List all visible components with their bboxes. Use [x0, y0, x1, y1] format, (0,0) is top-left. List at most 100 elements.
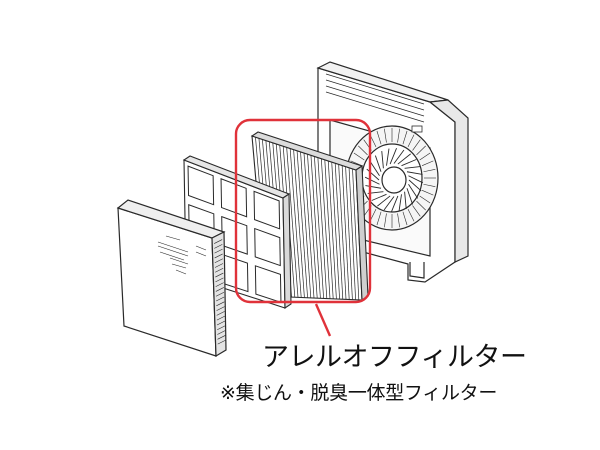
pleat-line: [289, 148, 302, 298]
vent-slot: [214, 263, 224, 268]
pleat-line: [317, 157, 328, 299]
front-panel-side-edge: [211, 231, 227, 358]
pleat-line: [303, 152, 315, 299]
fan-ring-tick: [353, 152, 365, 161]
vent-slot: [215, 272, 224, 278]
vent-slot: [216, 296, 225, 302]
pleat-line: [352, 168, 360, 300]
fan-ring-tick: [423, 183, 436, 187]
fan-blades: [348, 128, 436, 228]
pleat-line: [331, 162, 340, 300]
filter-name-label: アレルオフフィルター: [262, 342, 527, 373]
grid-cell: [254, 227, 281, 267]
front-panel-side-vents: [214, 239, 226, 345]
fan-blade: [389, 148, 397, 165]
fan-blade: [406, 188, 414, 205]
pre-filter-side-edge: [282, 192, 292, 310]
fan-blade: [365, 185, 382, 189]
fan-blade: [408, 175, 424, 184]
pleat-line: [327, 160, 337, 299]
pleat-line: [341, 165, 350, 300]
grid-cell: [187, 165, 215, 206]
main-unit-foot-right: [409, 262, 425, 279]
fan-ring-tick: [407, 209, 415, 222]
fan-ring-tick: [384, 213, 387, 228]
fan-blade: [386, 148, 390, 166]
fan-ring-tick: [384, 128, 387, 143]
fan-blade: [397, 153, 411, 165]
grid-cell: [220, 178, 248, 218]
fan-blade: [404, 166, 421, 169]
highlight-box: [234, 118, 372, 304]
vent-slot: [217, 330, 226, 335]
fan-blade: [374, 155, 382, 172]
grid-cell: [253, 190, 281, 230]
fan-blade: [381, 151, 384, 169]
fan-ring-tick: [402, 211, 408, 226]
pleat-line: [300, 151, 312, 298]
pleat-line: [345, 166, 353, 300]
top-ridges: [325, 73, 425, 123]
fan-blade: [408, 184, 419, 199]
fan-ring-tick: [421, 160, 434, 166]
fan-ring-tick: [397, 213, 400, 228]
fan-ring-tick: [421, 190, 434, 196]
vent-slot: [216, 311, 225, 316]
fan-blade: [371, 193, 387, 201]
fan-blade: [364, 176, 380, 185]
fan-blade: [377, 195, 391, 207]
vent-slot: [217, 325, 226, 331]
pleat-line: [314, 156, 324, 299]
pleat-line: [296, 150, 308, 298]
fan-blade: [408, 179, 422, 192]
fan-ring-tick: [419, 195, 431, 204]
fan-ring-tick: [397, 128, 400, 143]
pleat-line: [320, 158, 331, 299]
filter-highlight-callout: [234, 118, 372, 337]
vent-slot: [214, 258, 223, 263]
fan-ring-tick: [419, 152, 431, 161]
fan-ring-tick: [423, 169, 436, 173]
front-panel-printed-marks: [157, 235, 207, 275]
pleat-line: [286, 147, 299, 298]
pleat-line: [310, 155, 321, 299]
pleat-line: [338, 164, 347, 300]
vent-slot: [215, 291, 225, 297]
filter-type-note: ※集じん・脱臭一体型フィルター: [220, 382, 498, 404]
fan-blade: [404, 191, 407, 209]
pleat-line: [348, 167, 356, 300]
fan-ring-tick: [416, 200, 426, 211]
vent-slot: [216, 306, 225, 311]
fan-ring-tick: [358, 145, 368, 156]
vent-slot: [217, 335, 226, 340]
vent-slot: [216, 320, 226, 326]
vent-slot: [215, 287, 224, 292]
callout-leader-line: [314, 303, 332, 337]
vent-slot: [214, 244, 223, 249]
pleat-line: [324, 159, 334, 299]
fan-hub: [381, 166, 407, 194]
pleat-line: [293, 149, 305, 298]
fan-ring-tick: [376, 211, 382, 226]
fan-ring-tick: [402, 130, 408, 145]
fan-ring-tick: [407, 134, 415, 147]
vent-slot: [215, 268, 224, 273]
front-panel: [116, 199, 227, 358]
fan-ring-tick: [412, 139, 421, 151]
fan-blade: [366, 168, 380, 181]
fan-blade: [383, 196, 395, 211]
fan-blade: [393, 149, 405, 164]
main-unit-side: [428, 99, 469, 263]
vent-slot: [215, 282, 224, 287]
fan-ring-tick: [416, 145, 426, 156]
fan-blade: [391, 195, 399, 212]
vent-slot: [217, 339, 226, 345]
vent-slot: [216, 301, 225, 307]
vent-slot: [216, 315, 225, 321]
main-unit-latch: [411, 125, 423, 133]
pleat-line: [307, 154, 318, 299]
fan-ring-tick: [412, 205, 421, 217]
fan-ring-tick: [376, 130, 382, 145]
